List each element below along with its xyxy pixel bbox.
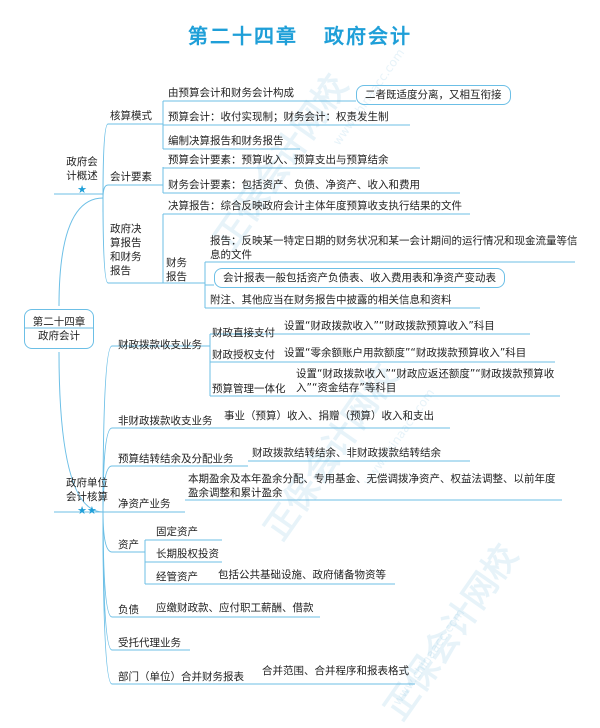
carryover-label: 预算结转结余及分配业务 (118, 453, 234, 465)
non-fiscal-text: 事业（预算）收入、捐赠（预算）收入和支出 (224, 410, 434, 422)
chapter-name: 政府会计 (324, 24, 412, 48)
accounting-mode-item2: 预算会计：收付实现制；财务会计：权责发生制 (168, 111, 389, 123)
fiscal-authorized-label: 财政授权支付 (212, 349, 275, 361)
accounting-mode-item3: 编制决算报告和财务报告 (168, 135, 284, 147)
accounting-mode-item1: 由预算会计和财务会计构成 (168, 87, 294, 99)
accounting-mode-label: 核算模式 (110, 110, 152, 122)
financial-report-item1: 报告：反映某一特定日期的财务状况和某一会计期间的运行情况和现金流量等信息的文件 (210, 235, 578, 261)
carryover-text: 财政拨款结转结余、非财政拨款结转结余 (252, 447, 441, 459)
fiscal-authorized-text: 设置“零余额账户用款额度”“财政拨款预算收入”科目 (284, 347, 527, 359)
accounting-mode-note: 二者既适度分离，又相互衔接 (356, 85, 511, 105)
fiscal-integrated-text: 设置“财政拨款收入”“财政应返还额度”“财政拨款预算收入”“资金结存”等科目 (296, 368, 555, 394)
financial-report-label-line1: 财务 (166, 257, 187, 269)
non-fiscal-label: 非财政拨款收支业务 (118, 415, 213, 427)
liabilities-label: 负债 (118, 604, 139, 616)
fiscal-integrated-label: 预算管理一体化 (212, 383, 286, 395)
stars-icon: ★★ (77, 504, 97, 517)
reports-label-line3: 和财务 (110, 251, 142, 263)
fiscal-direct-text: 设置“财政拨款收入”“财政拨款预算收入”科目 (284, 320, 495, 332)
long-term-investment-item: 长期股权投资 (156, 548, 219, 560)
reports-label-line4: 报告 (110, 265, 131, 277)
consolidated-label: 部门（单位）合并财务报表 (118, 671, 244, 683)
net-assets-label: 净资产业务 (118, 498, 171, 510)
net-assets-text: 本期盈余及本年盈余分配、专用基金、无偿调拨净资产、权益法调整、以前年度盈余调整和… (188, 473, 556, 499)
business-node: 政府单位 会计核算 ★★ (56, 476, 118, 518)
overview-label-line1: 政府会 (66, 156, 98, 168)
mindmap-connectors (24, 100, 575, 685)
fiscal-direct-label: 财政直接支付 (212, 327, 275, 339)
chapter-number: 第二十四章 (188, 24, 298, 48)
business-label-line2: 会计核算 (66, 491, 108, 503)
financial-report-label: 财务 报告 (166, 256, 187, 284)
financial-report-item3: 附注、其他应当在财务报告中披露的相关信息和资料 (210, 294, 452, 306)
business-label-line1: 政府单位 (66, 477, 108, 489)
root-node: 第二十四章 政府会计 (24, 309, 94, 349)
elements-item2: 财务会计要素：包括资产、负债、净资产、收入和费用 (168, 179, 420, 191)
fiscal-label: 财政拨款收支业务 (118, 339, 202, 351)
assets-label: 资产 (118, 539, 139, 551)
consolidated-text: 合并范围、合并程序和报表格式 (262, 665, 409, 677)
managed-assets-text: 包括公共基础设施、政府储备物资等 (218, 569, 386, 581)
financial-report-label-line2: 报告 (166, 271, 187, 283)
page-title: 第二十四章 政府会计 (0, 20, 600, 49)
root-line2: 政府会计 (38, 330, 80, 342)
entrusted-label: 受托代理业务 (118, 637, 181, 649)
elements-item1: 预算会计要素：预算收入、预算支出与预算结余 (168, 154, 389, 166)
star-icon: ★ (77, 183, 87, 196)
reports-label: 政府决 算报告 和财务 报告 (110, 222, 142, 278)
fixed-assets-item: 固定资产 (156, 526, 198, 538)
financial-report-item2: 会计报表一般包括资产负债表、收入费用表和净资产变动表 (214, 268, 505, 288)
reports-label-line1: 政府决 (110, 223, 142, 235)
elements-label: 会计要素 (110, 171, 152, 183)
root-line1: 第二十四章 (32, 316, 86, 328)
reports-label-line2: 算报告 (110, 237, 142, 249)
managed-assets-label: 经管资产 (156, 571, 198, 583)
final-report-item: 决算报告：综合反映政府会计主体年度预算收支执行结果的文件 (168, 200, 462, 212)
overview-node: 政府会 计概述 ★ (60, 155, 104, 197)
overview-label-line2: 计概述 (66, 170, 98, 182)
liabilities-text: 应缴财政款、应付职工薪酬、借款 (156, 602, 314, 614)
